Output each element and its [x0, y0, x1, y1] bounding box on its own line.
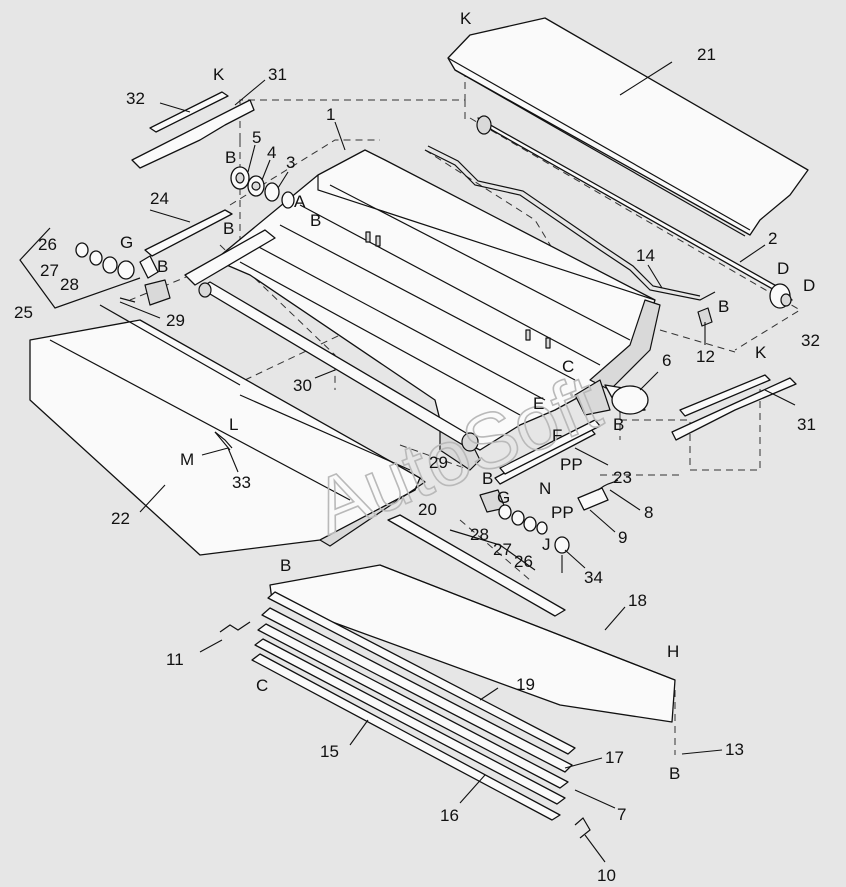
part-2-roller	[476, 115, 793, 309]
callout-label-27a: 27	[40, 261, 59, 280]
callout-label-21: 21	[697, 45, 716, 64]
callout-label-24: 24	[150, 189, 169, 208]
callout-label-28a: 28	[60, 275, 79, 294]
callout-label-31b: 31	[797, 415, 816, 434]
callout-label-3: 3	[286, 153, 295, 172]
callout-label-9: 9	[618, 528, 627, 547]
callout-label-1: 1	[326, 105, 335, 124]
callout-label-17: 17	[605, 748, 624, 767]
part-33-wire	[214, 431, 233, 449]
callout-label-32a: 32	[126, 89, 145, 108]
part-22-curtain	[29, 304, 426, 556]
part-6-motor	[574, 379, 649, 416]
callout-label-29b: 29	[429, 453, 448, 472]
callout-label-B2: B	[310, 211, 321, 230]
part-21-cover	[447, 17, 809, 237]
callout-label-F: F	[552, 426, 562, 445]
callout-label-15: 15	[320, 742, 339, 761]
part-25-bearing-group	[19, 227, 141, 309]
callout-label-B8: B	[280, 556, 291, 575]
part-24-bracket	[139, 209, 276, 306]
callout-label-11: 11	[166, 650, 184, 669]
callout-label-33: 33	[232, 473, 251, 492]
callout-label-G2: G	[497, 488, 510, 507]
callout-label-26a: 26	[38, 235, 57, 254]
lower-bearing-group	[449, 489, 548, 571]
parts-3-5-bearings	[230, 166, 295, 209]
parts-15-19-rails	[251, 591, 576, 821]
callout-label-31a: 31	[268, 65, 287, 84]
callout-label-10: 10	[597, 866, 616, 885]
callout-label-K: K	[460, 9, 472, 28]
callout-label-29a: 29	[166, 311, 185, 330]
callout-label-M: M	[180, 450, 194, 469]
callout-label-L: L	[229, 415, 238, 434]
callout-label-23: 23	[613, 468, 632, 487]
callout-label-C1: C	[562, 357, 574, 376]
callout-label-B7: B	[482, 469, 493, 488]
callout-label-B6: B	[613, 415, 624, 434]
callout-label-7: 7	[617, 805, 626, 824]
callout-label-K2: K	[213, 65, 225, 84]
callout-label-8: 8	[644, 503, 653, 522]
callout-label-5: 5	[252, 128, 261, 147]
callout-label-H: H	[667, 642, 679, 661]
callout-label-14: 14	[636, 246, 655, 265]
callout-label-N: N	[539, 479, 551, 498]
callout-label-6: 6	[662, 351, 671, 370]
callout-label-A: A	[294, 192, 306, 211]
part-30-shaft	[198, 281, 479, 452]
callout-label-19: 19	[516, 675, 535, 694]
callout-label-K3: K	[755, 343, 767, 362]
callout-label-28b: 28	[470, 525, 489, 544]
callout-label-G1: G	[120, 233, 133, 252]
callout-label-22: 22	[111, 509, 130, 528]
callout-label-34: 34	[584, 568, 603, 587]
callout-label-E: E	[533, 394, 544, 413]
callout-label-25: 25	[14, 303, 33, 322]
callout-label-B1: B	[225, 148, 236, 167]
parts-31-32-plates-right	[671, 374, 797, 441]
callout-label-32b: 32	[801, 331, 820, 350]
callout-label-D2: D	[803, 276, 815, 295]
callout-label-2: 2	[768, 229, 777, 248]
parts-10-11-rods	[219, 621, 591, 839]
callout-label-B9: B	[669, 764, 680, 783]
callout-label-12: 12	[696, 347, 715, 366]
callout-label-26b: 26	[514, 552, 533, 571]
callout-label-16: 16	[440, 806, 459, 825]
callout-label-PP2: PP	[551, 503, 574, 522]
leader-lines	[119, 61, 796, 863]
part-34-cap	[554, 536, 570, 554]
part-14-rod	[424, 145, 716, 301]
callout-label-J: J	[542, 535, 551, 554]
callout-label-30: 30	[293, 376, 312, 395]
callout-label-B4: B	[157, 257, 168, 276]
callout-label-B3: B	[223, 219, 234, 238]
callout-label-C2: C	[256, 676, 268, 695]
callout-label-27b: 27	[493, 540, 512, 559]
part-20-strip	[387, 514, 566, 617]
part-12-clip	[697, 307, 713, 327]
callout-label-4: 4	[267, 143, 276, 162]
callout-label-18: 18	[628, 591, 647, 610]
parts-8-9-spring	[577, 479, 619, 511]
callout-label-13: 13	[725, 740, 744, 759]
callout-label-PP1: PP	[560, 455, 583, 474]
callout-label-B5: B	[718, 297, 729, 316]
part-23-bracket	[494, 419, 601, 485]
callout-label-20: 20	[418, 500, 437, 519]
callout-label-D1: D	[777, 259, 789, 278]
